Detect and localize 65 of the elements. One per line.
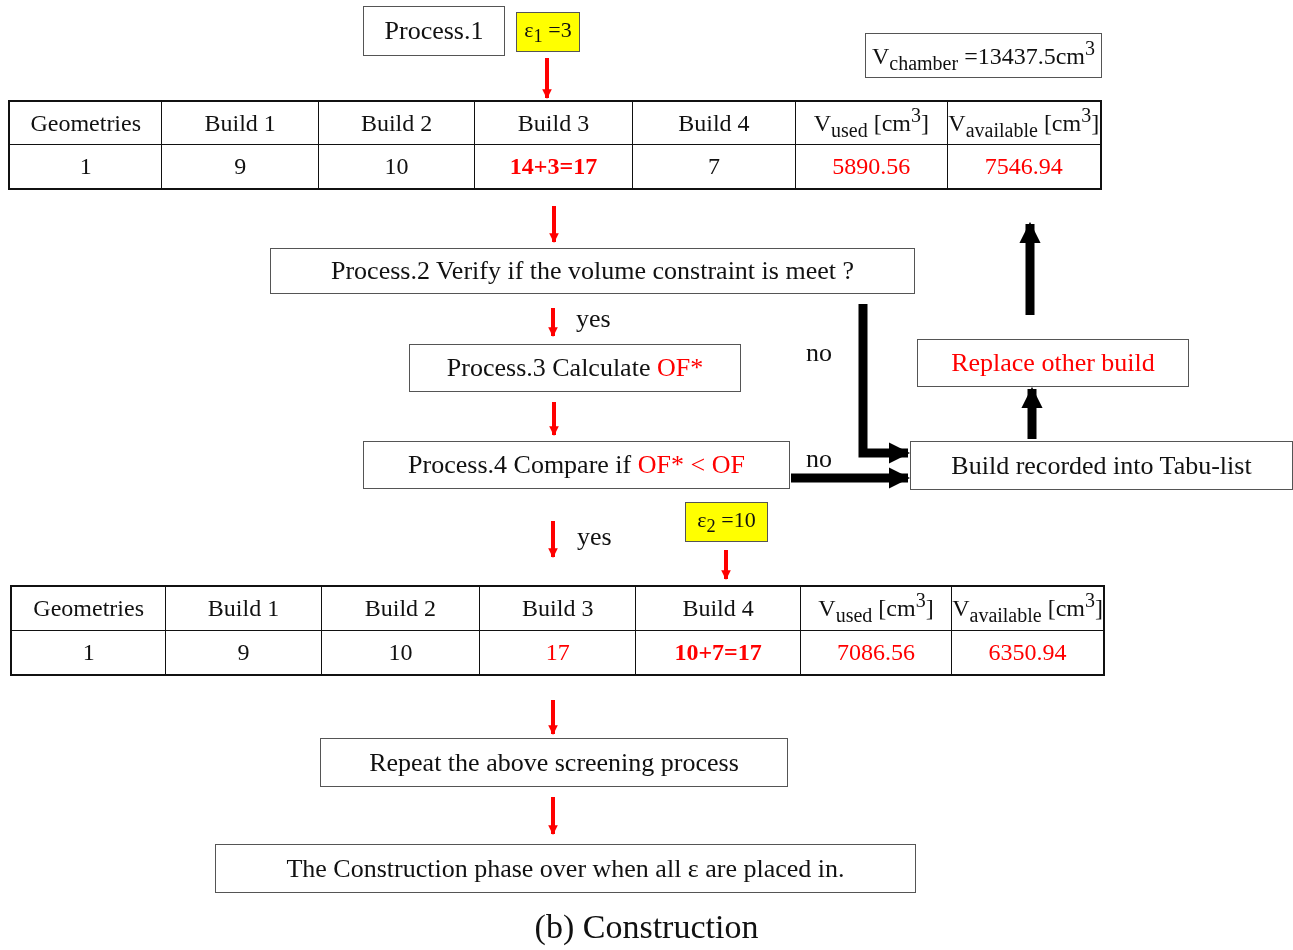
table-cell: V$_{used}$ [cm$^{3}$] xyxy=(796,102,948,145)
box-text: The Construction phase over when all ε are placed in. xyxy=(286,853,845,884)
arrow xyxy=(791,467,911,489)
box-text: Process.1 xyxy=(384,16,484,46)
table-cell-text: 6350.94 xyxy=(987,637,1068,667)
table-cell: 10+7=17 xyxy=(636,630,801,674)
process-box xyxy=(320,738,788,787)
arrow xyxy=(548,308,558,337)
arrow xyxy=(549,206,559,243)
table-cell: Build 1 xyxy=(166,587,322,631)
table-cell: V$_{available}$ [cm$^{3}$] xyxy=(952,587,1103,631)
table-cell: 7 xyxy=(632,145,797,188)
process-box xyxy=(363,441,790,489)
table-cell: Build 4 xyxy=(636,587,801,631)
arrow xyxy=(549,402,559,436)
value-tag xyxy=(685,502,768,542)
box-text: Repeat the above screening process xyxy=(369,747,739,778)
table-cell: 14+3=17 xyxy=(475,145,633,188)
arrow xyxy=(858,304,911,464)
table-cell: Build 3 xyxy=(480,587,637,631)
table-cell: 9 xyxy=(166,630,322,674)
box-text: Process.3 Calculate OF* xyxy=(446,353,704,383)
process-box xyxy=(917,339,1189,387)
process-box xyxy=(363,6,505,56)
arrow xyxy=(548,521,558,558)
value-tag xyxy=(516,12,580,52)
table-cell: Build 3 xyxy=(475,102,633,145)
arrow xyxy=(548,700,558,735)
arrow xyxy=(1019,221,1041,315)
box-text: V$_{chamber}$ =13437.5cm$^{3}$ xyxy=(871,36,1096,75)
table-cell: 10 xyxy=(321,630,481,674)
data-table xyxy=(8,100,1102,190)
arrow xyxy=(548,797,558,835)
table-cell: 1 xyxy=(12,630,167,674)
box-text: ε$_{2}$ =10 xyxy=(697,506,756,538)
process-box xyxy=(215,844,916,893)
data-table xyxy=(10,585,1105,676)
table-cell: Build 4 xyxy=(632,102,797,145)
caption: (b) Construction xyxy=(533,908,760,946)
arrow xyxy=(721,550,731,580)
box-text: Process.2 Verify if the volume constraint is meet ? xyxy=(331,256,854,286)
table-cell: V$_{used}$ [cm$^{3}$] xyxy=(800,587,953,631)
table-cell: V$_{available}$ [cm$^{3}$] xyxy=(947,102,1100,145)
table-cell: 17 xyxy=(480,630,637,674)
arrow xyxy=(1021,386,1043,439)
process-box xyxy=(270,248,915,294)
table-cell-text: 7546.94 xyxy=(983,152,1064,181)
table-cell: 10 xyxy=(318,145,476,188)
table-cell: Build 1 xyxy=(162,102,319,145)
box-text: Replace other build xyxy=(951,348,1155,378)
table-cell: Geometries xyxy=(10,102,163,145)
table-cell: 7086.56 xyxy=(800,630,953,674)
box-text: Build recorded into Tabu-list xyxy=(951,450,1252,481)
process-box xyxy=(865,33,1102,78)
process-box xyxy=(409,344,741,392)
arrow xyxy=(542,58,552,99)
box-text: Process.4 Compare if OF* < OF xyxy=(408,450,745,480)
table-cell: Build 2 xyxy=(321,587,481,631)
table-cell: Build 2 xyxy=(318,102,476,145)
table-cell: Geometries xyxy=(12,587,167,631)
table-cell: 5890.56 xyxy=(796,145,948,188)
table-cell: 1 xyxy=(10,145,163,188)
box-text: ε$_{1}$ =3 xyxy=(524,16,572,48)
process-box xyxy=(910,441,1293,490)
table-cell: 9 xyxy=(162,145,319,188)
